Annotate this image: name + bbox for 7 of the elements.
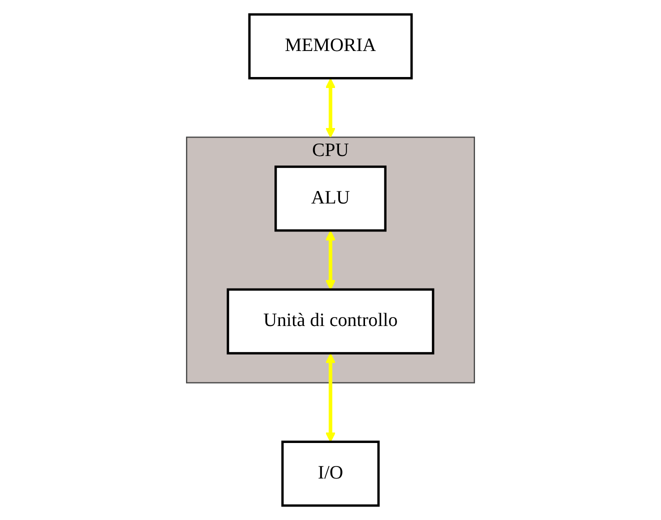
- node-box: I/O: [281, 440, 380, 507]
- node-box: MEMORIA: [248, 13, 413, 80]
- arrow: [325, 230, 336, 290]
- node-box: ALU: [274, 166, 386, 232]
- arrow: [325, 353, 336, 442]
- node-box: Unità di controllo: [226, 288, 434, 354]
- arrow: [325, 78, 336, 138]
